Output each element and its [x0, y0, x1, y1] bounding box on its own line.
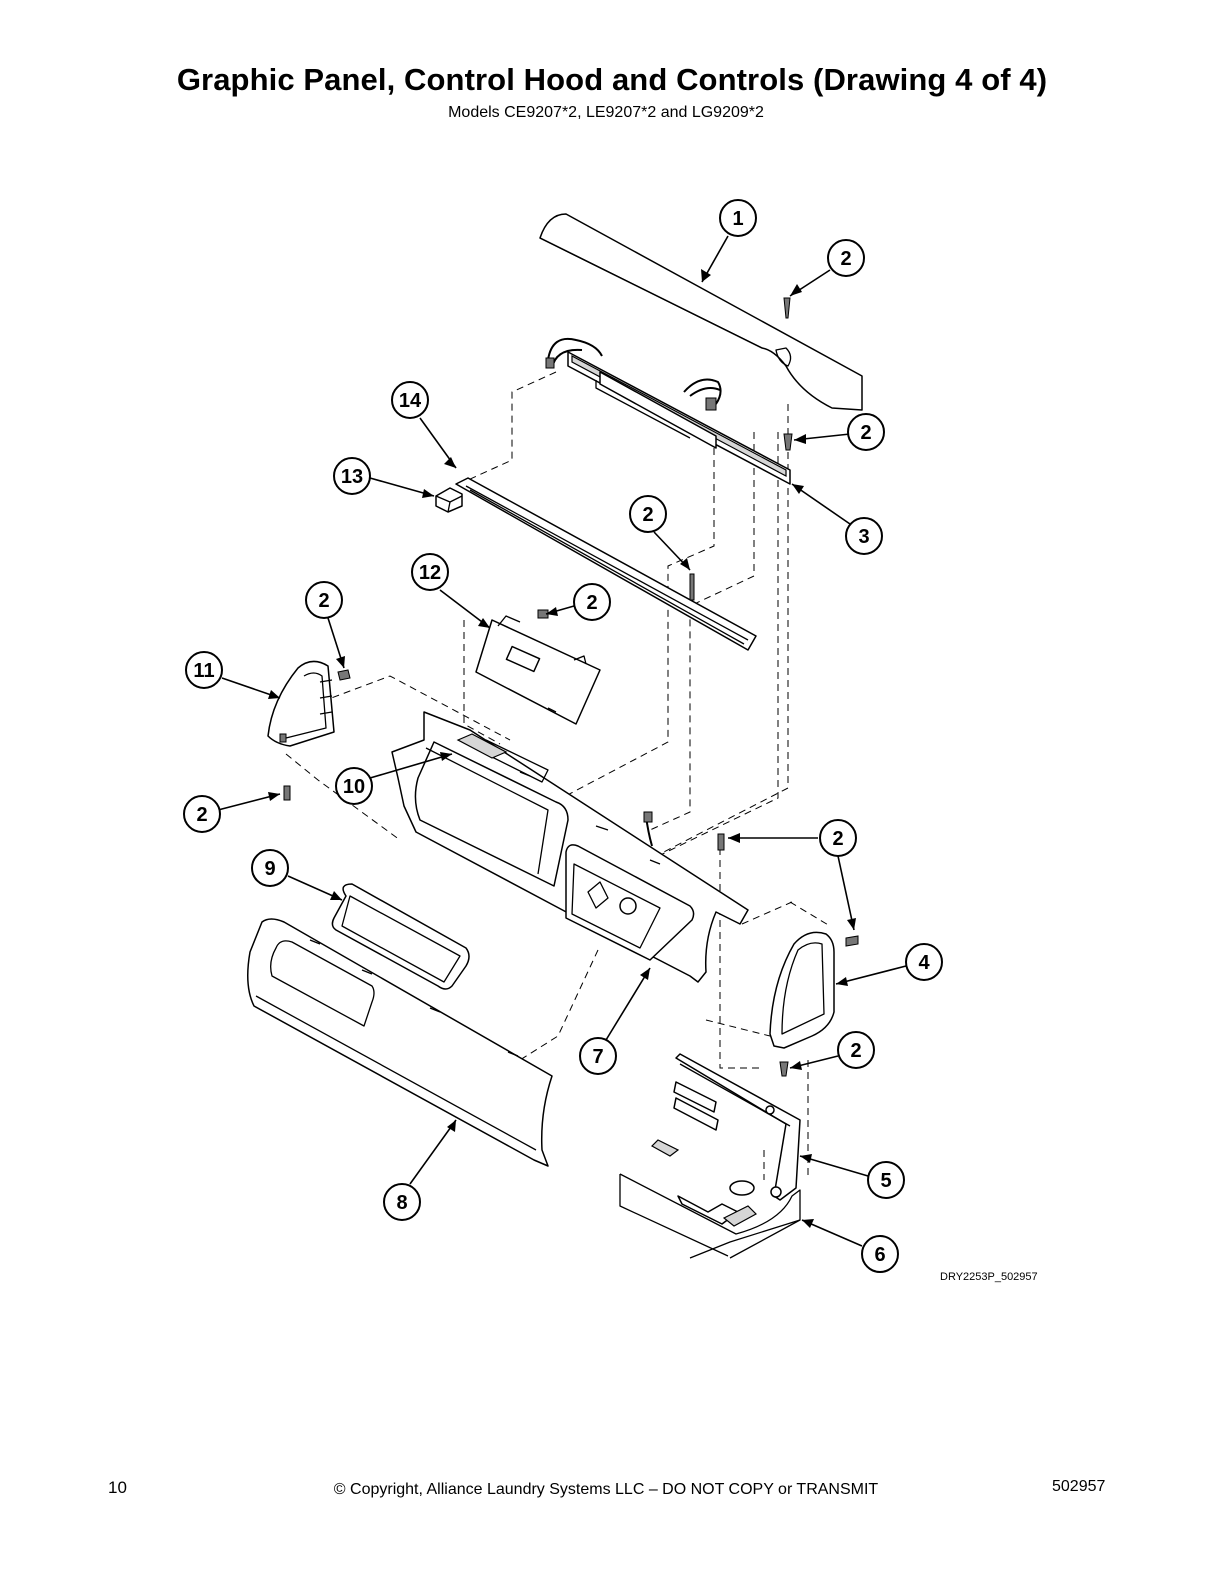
callout-2-hood-screw: 2 — [827, 239, 865, 277]
callout-9: 9 — [251, 849, 289, 887]
leader-arrowheads — [268, 269, 856, 1228]
svg-text:13: 13 — [341, 466, 363, 488]
svg-text:8: 8 — [396, 1192, 407, 1214]
part-13-connector — [435, 487, 463, 513]
svg-text:9: 9 — [264, 858, 275, 880]
svg-text:14: 14 — [399, 390, 422, 412]
part-9-window — [331, 883, 470, 990]
document-number: 502957 — [1052, 1478, 1106, 1495]
svg-text:2: 2 — [850, 1040, 861, 1062]
part-10-shield — [456, 733, 508, 759]
part-3-harness-assembly — [545, 338, 791, 485]
callout-5: 5 — [867, 1161, 905, 1199]
callout-7: 7 — [579, 1037, 617, 1075]
callout-2-console-screw: 2 — [819, 819, 857, 857]
part-6-top-panel — [619, 1139, 801, 1259]
drawing-reference-code: DRY2253P_502957 — [940, 1271, 1038, 1283]
svg-text:2: 2 — [196, 804, 207, 826]
svg-text:4: 4 — [918, 952, 930, 974]
callout-2-strip-screw: 2 — [629, 495, 667, 533]
part-14-trim-strip — [455, 477, 757, 651]
page-subtitle: Models CE9207*2, LE9207*2 and LG9209*2 — [448, 104, 764, 121]
callout-2-left-cap-top-screw: 2 — [305, 581, 343, 619]
svg-text:2: 2 — [860, 422, 871, 444]
part-11-left-end-cap — [267, 660, 335, 747]
svg-text:2: 2 — [586, 592, 597, 614]
part-4-right-end-cap — [769, 931, 835, 1049]
part-5-bracket — [673, 1053, 801, 1201]
svg-text:2: 2 — [840, 248, 851, 270]
callout-11: 11 — [185, 651, 223, 689]
svg-text:5: 5 — [880, 1170, 891, 1192]
callout-6: 6 — [861, 1235, 899, 1273]
part-8-graphic-overlay — [247, 918, 553, 1167]
part-12-control-board — [475, 615, 601, 725]
part-7-console-panel — [391, 711, 749, 983]
callout-13: 13 — [333, 457, 371, 495]
callout-2-harness-screw: 2 — [847, 413, 885, 451]
svg-text:12: 12 — [419, 562, 441, 584]
callout-12: 12 — [411, 553, 449, 591]
svg-text:2: 2 — [642, 504, 653, 526]
callout-2-right-cap-screw: 2 — [837, 1031, 875, 1069]
callout-3: 3 — [845, 517, 883, 555]
svg-text:10: 10 — [343, 776, 365, 798]
callout-2-board-screw: 2 — [573, 583, 611, 621]
svg-text:11: 11 — [193, 660, 214, 682]
alignment-lines — [285, 371, 831, 1180]
callout-10: 10 — [335, 767, 373, 805]
svg-text:2: 2 — [318, 590, 329, 612]
svg-text:3: 3 — [858, 526, 869, 548]
copyright-notice: © Copyright, Alliance Laundry Systems LL… — [333, 1481, 879, 1498]
svg-text:1: 1 — [732, 208, 743, 230]
part-1-control-hood — [539, 213, 863, 411]
callout-14: 14 — [391, 381, 429, 419]
callout-4: 4 — [905, 943, 943, 981]
screws — [283, 297, 859, 1077]
svg-text:6: 6 — [874, 1244, 885, 1266]
svg-text:2: 2 — [832, 828, 843, 850]
callout-2-left-cap-bottom-screw: 2 — [183, 795, 221, 833]
callout-1: 1 — [719, 199, 757, 237]
page-title: Graphic Panel, Control Hood and Controls… — [176, 62, 1048, 97]
svg-text:7: 7 — [592, 1046, 603, 1068]
callout-8: 8 — [383, 1183, 421, 1221]
page-number: 10 — [108, 1478, 127, 1497]
